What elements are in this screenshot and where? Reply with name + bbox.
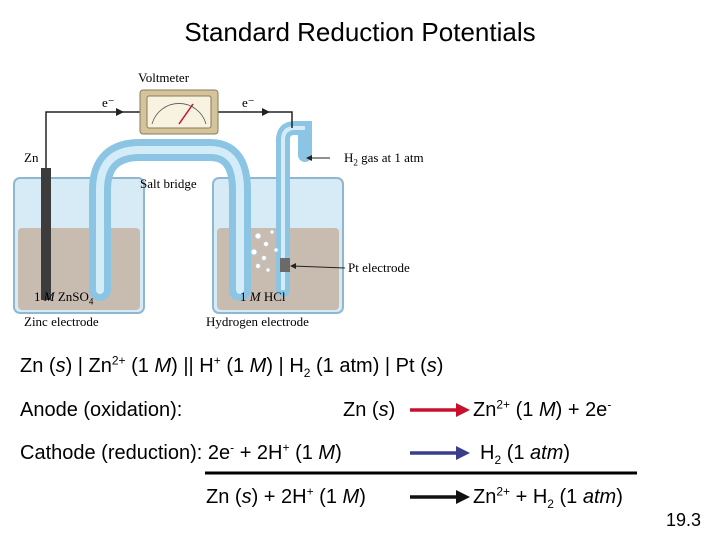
overall-reactants: Zn (s) + 2H+ (1 M) [206, 484, 366, 508]
anode-reactant: Zn (s) [343, 399, 396, 421]
zinc-electrode-label: Zinc electrode [24, 314, 99, 329]
hydrogen-electrode-label: Hydrogen electrode [206, 314, 309, 329]
electron-label-right: e⁻ [242, 95, 255, 110]
cathode-reactants: Cathode (reduction): 2e- + 2H+ (1 M) [20, 440, 342, 464]
salt-bridge-label: Salt bridge [140, 176, 197, 191]
voltmeter-needle [178, 103, 194, 125]
electron-arrow-right [262, 108, 270, 116]
electron-label-left: e⁻ [102, 95, 115, 110]
right-wire [218, 111, 293, 128]
cell-notation: Zn (s) | Zn2+ (1 M) || H+ (1 M) | H2 (1 … [20, 353, 444, 380]
slide-number: 19.3 [666, 510, 702, 530]
anode-product: Zn2+ (1 M) + 2e- [473, 397, 612, 421]
overall-products: Zn2+ + H2 (1 atm) [473, 484, 623, 511]
anode-label: Anode (oxidation): [20, 399, 183, 421]
hydrogen-bubbles [250, 229, 279, 273]
electron-arrow-left [116, 108, 124, 116]
h2-gas-label: H2 gas at 1 atm [344, 150, 424, 168]
page-title: Standard Reduction Potentials [184, 17, 536, 47]
pt-electrode-leader [291, 265, 346, 269]
zinc-sulfate-label: 1 M ZnSO4 [34, 289, 94, 307]
zinc-electrode-rod [41, 168, 51, 300]
pt-electrode-label: Pt electrode [348, 260, 410, 275]
platinum-electrode [280, 258, 290, 272]
cathode-product: H2 (1 atm) [480, 442, 571, 467]
voltmeter-label: Voltmeter [138, 70, 190, 85]
left-wire [45, 111, 140, 168]
voltmeter [139, 89, 219, 135]
zn-label: Zn [24, 150, 39, 165]
hcl-label: 1 M HCl [240, 289, 286, 304]
